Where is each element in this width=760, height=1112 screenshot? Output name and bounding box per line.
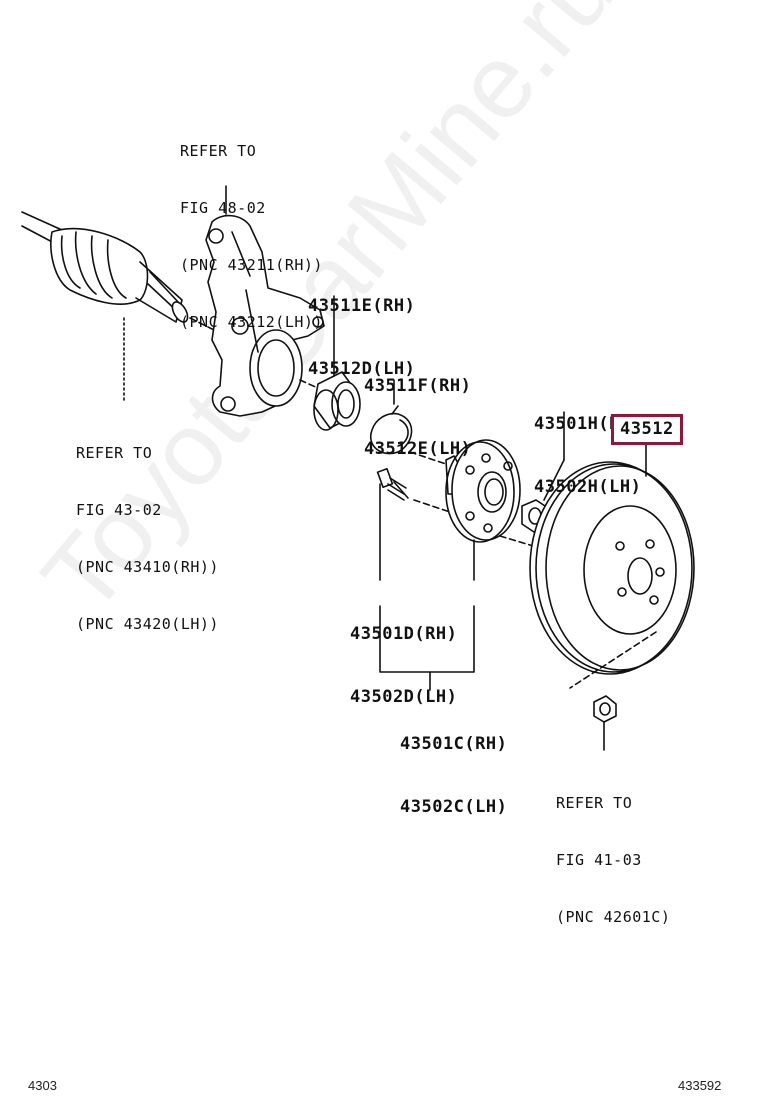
ref-driveshaft-label: REFER TO FIG 43-02 (PNC 43410(RH)) (PNC … [76,406,219,653]
ref-line: (PNC 43420(LH)) [76,615,219,633]
ref-line: (PNC 42601C) [556,908,671,926]
ref-line: REFER TO [556,794,633,812]
brake-disc [529,461,695,675]
part-number[interactable]: 43501C(RH) [400,734,508,754]
figure-code: 4303 [28,1078,57,1093]
ref-knuckle-label: REFER TO FIG 48-02 (PNC 43211(RH)) (PNC … [180,104,323,351]
part-number[interactable]: 43511E(RH) [308,296,416,316]
ref-line: (PNC 43410(RH)) [76,558,219,576]
ref-line: REFER TO [180,142,257,160]
part-number[interactable]: 43512D(LH) [308,359,416,379]
part-number[interactable]: 43511F(RH) [364,376,472,396]
snap-ring [369,405,413,455]
part-number[interactable]: 43502H(LH) [534,477,642,497]
ref-line: (PNC 43211(RH)) [180,256,323,274]
ref-line: FIG 48-02 [180,199,266,217]
part-disc-highlight[interactable]: 43512 [611,414,683,445]
wheel-bearing [313,371,361,431]
wheel-nut [593,695,617,723]
part-number[interactable]: 43512E(LH) [364,439,472,459]
part-number[interactable]: 43502C(LH) [400,797,508,817]
ref-line: (PNC 43212(LH)) [180,313,323,331]
part-number[interactable]: 43512 [620,419,674,439]
part-bearing-label[interactable]: 43511E(RH) 43512D(LH) [308,254,415,401]
illustration-number: 433592 [678,1078,722,1093]
drive-shaft [21,211,189,323]
steering-knuckle [205,185,325,417]
part-snap-ring-label[interactable]: 43511F(RH) 43512E(LH) [364,334,471,481]
ref-line: FIG 43-02 [76,501,162,519]
part-number[interactable]: 43501D(RH) [350,624,458,644]
part-bolt-label[interactable]: 43501D(RH) 43502D(LH) [350,582,457,729]
ref-line: FIG 41-03 [556,851,642,869]
wheel-hub [445,439,521,543]
part-number[interactable]: 43502D(LH) [350,687,458,707]
ref-line: REFER TO [76,444,153,462]
hub-bolt [376,467,409,501]
part-hub-assy-label[interactable]: 43501C(RH) 43502C(LH) [400,692,507,839]
ref-nut-label: REFER TO FIG 41-03 (PNC 42601C) [556,756,670,946]
part-hub-nut-label[interactable]: 43501H(RH) 43502H(LH) [534,372,641,519]
